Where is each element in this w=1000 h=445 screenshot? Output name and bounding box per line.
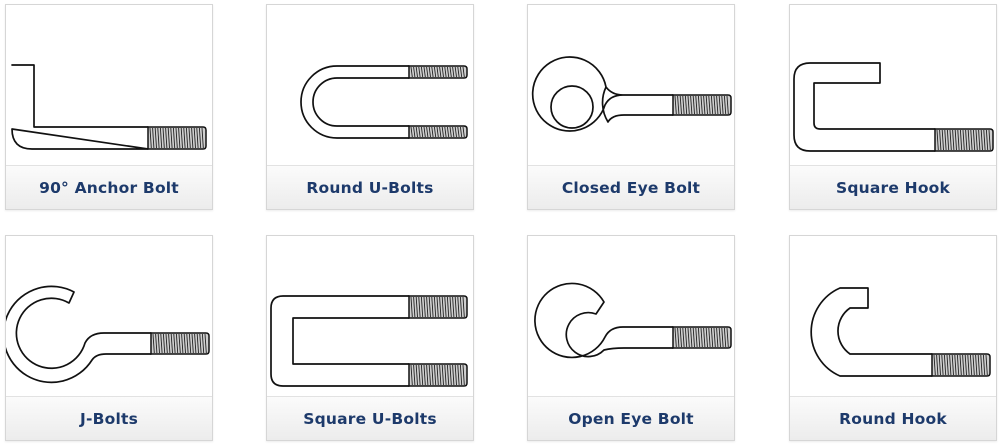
product-label: Closed Eye Bolt [528,165,734,209]
thread-section [672,326,732,349]
open-eye-bolt-icon [528,236,734,398]
thread-section [150,332,210,355]
anchor-bolt-icon [6,5,212,167]
round-hook-icon [790,236,996,398]
product-label: Round U-Bolts [267,165,473,209]
product-label: Open Eye Bolt [528,396,734,440]
thread-section [408,295,468,319]
product-card-round-u-bolts[interactable]: Round U-Bolts [266,4,474,210]
thread-section [408,125,468,139]
product-label: 90° Anchor Bolt [6,165,212,209]
square-u-bolt-icon [267,236,473,398]
thread-section [408,363,468,387]
thread-section [672,94,732,116]
product-card-square-hook[interactable]: Square Hook [789,4,997,210]
round-u-bolt-icon [267,5,473,167]
product-card-anchor-bolt[interactable]: 90° Anchor Bolt [5,4,213,210]
product-label: Square U-Bolts [267,396,473,440]
square-hook-icon [790,5,996,167]
thread-section [931,353,991,377]
thread-section [934,128,994,152]
product-label: J-Bolts [6,396,212,440]
product-label: Square Hook [790,165,996,209]
product-card-j-bolts[interactable]: J-Bolts [5,235,213,441]
thread-section [408,65,468,79]
closed-eye-bolt-icon [528,5,734,167]
product-card-open-eye-bolt[interactable]: Open Eye Bolt [527,235,735,441]
thread-section [147,126,207,150]
product-card-round-hook[interactable]: Round Hook [789,235,997,441]
product-label: Round Hook [790,396,996,440]
product-card-square-u-bolts[interactable]: Square U-Bolts [266,235,474,441]
j-bolt-icon [6,236,212,398]
product-card-closed-eye-bolt[interactable]: Closed Eye Bolt [527,4,735,210]
